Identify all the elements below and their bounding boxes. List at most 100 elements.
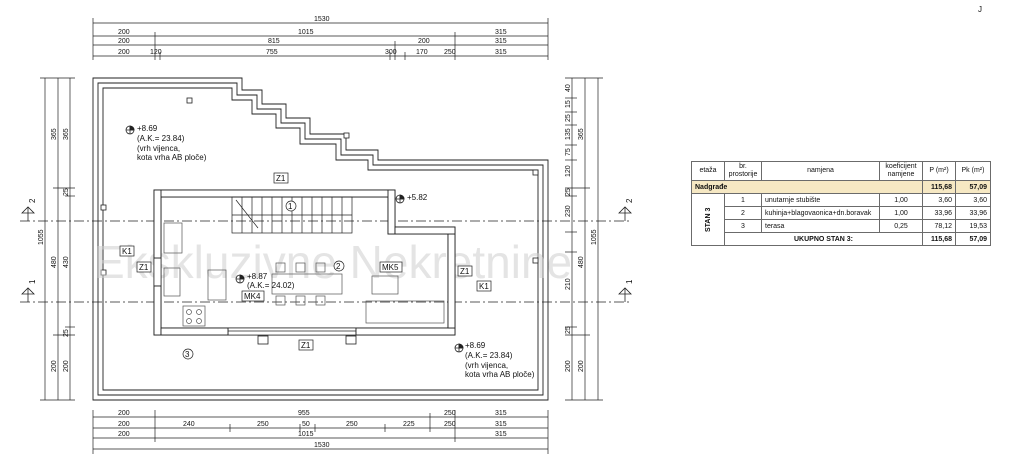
total-label: UKUPNO STAN 3: (724, 232, 923, 246)
row-br: 3 (724, 219, 762, 233)
room-markers (182, 200, 345, 360)
tag-boxes (119, 172, 492, 351)
left-dim-o-c: 200 (51, 360, 58, 372)
area-table: etaža br. prostorije namjena koeficijent… (691, 161, 991, 246)
tag-k1-left: K1 (122, 247, 132, 256)
bot-dim-r3-a: 200 (118, 431, 130, 438)
row-pk: 33,96 (955, 206, 991, 220)
row-p: 3,60 (922, 193, 956, 207)
top-dim-r3-e: 170 (416, 49, 428, 56)
right-dim-i-i: 210 (565, 278, 572, 290)
top-dim-r3-a: 200 (118, 49, 130, 56)
window-marks (257, 335, 357, 345)
row-br: 2 (724, 206, 762, 220)
row-koef: 0,25 (879, 219, 923, 233)
area-table-grid: etaža br. prostorije namjena koeficijent… (691, 161, 991, 246)
bot-dim-r2-a: 200 (118, 421, 130, 428)
row-namjena: terasa (761, 219, 880, 233)
left-dim-o-a: 365 (51, 128, 58, 140)
left-dim-i-e: 200 (63, 360, 70, 372)
row-namjena: kuhinja+blagovaonica+dn.boravak (761, 206, 880, 220)
level-tl-ak: (A.K.= 23.84) (137, 134, 185, 143)
bot-dim-r2-c: 250 (257, 421, 269, 428)
right-dim-o-b: 480 (578, 256, 585, 268)
right-dim-o-a: 365 (578, 128, 585, 140)
bot-dim-r3-c: 315 (495, 431, 507, 438)
right-dim-i-a: 40 (565, 84, 572, 92)
header-koef: koeficijent namjene (879, 161, 923, 181)
bot-dim-r2-h: 315 (495, 421, 507, 428)
header-p: P (m²) (922, 161, 956, 181)
right-dim-i-k: 200 (565, 360, 572, 372)
room-2-label: 2 (336, 262, 341, 271)
table-row: STAN 3 1 unutarnje stubište 1,00 3,60 3,… (691, 193, 991, 246)
bot-dim-r1-d: 315 (495, 410, 507, 417)
bot-dim-r1-c: 250 (444, 410, 456, 417)
tag-z1-right: Z1 (460, 267, 470, 276)
header-etaza: etaža (691, 161, 725, 181)
bot-dim-r1-a: 200 (118, 410, 130, 417)
top-dim-r3-g: 315 (495, 49, 507, 56)
left-dim-o-b: 480 (51, 256, 58, 268)
level-symbols (125, 125, 464, 353)
bottom-dimension-chains (92, 410, 549, 454)
table-row: 2 kuhinja+blagovaonica+dn.boravak 1,00 3… (692, 206, 991, 220)
left-dim-i-c: 430 (63, 256, 70, 268)
group-p: 115,68 (922, 180, 956, 194)
right-dimension-chains (565, 77, 603, 401)
tag-k1-right: K1 (479, 282, 489, 291)
top-dim-r2-d: 315 (495, 38, 507, 45)
right-dim-o-c: 200 (578, 360, 585, 372)
section-left-1: 1 (28, 279, 37, 284)
top-dim-r3-c: 755 (266, 49, 278, 56)
header-br: br. prostorije (724, 161, 762, 181)
top-dim-r1-a: 200 (118, 29, 130, 36)
section-left-2: 2 (28, 198, 37, 203)
left-dim-i-a: 365 (63, 128, 70, 140)
right-dim-total: 1055 (591, 229, 598, 245)
right-dim-i-f: 120 (565, 165, 572, 177)
table-group-row: Nadgrađe 115,68 57,09 (691, 180, 991, 194)
staircase (231, 196, 353, 234)
header-namjena: namjena (761, 161, 880, 181)
stan-label: STAN 3 (691, 193, 725, 246)
terrace-outline (92, 77, 549, 401)
bot-dim-r1-b: 955 (298, 410, 310, 417)
group-pk: 57,09 (955, 180, 991, 194)
total-pk: 57,09 (955, 232, 991, 246)
table-row: 3 terasa 0,25 78,12 19,53 (692, 219, 991, 233)
top-dim-total: 1530 (314, 16, 330, 23)
top-dim-r1-b: 1015 (298, 29, 314, 36)
level-tl-elev: +8.69 (137, 124, 158, 133)
tag-z1-bottom: Z1 (301, 341, 311, 350)
corner-mark: J (978, 5, 982, 14)
right-dim-i-h: 230 (565, 205, 572, 217)
tag-mk4: MK4 (244, 292, 261, 301)
bot-dim-total: 1530 (314, 442, 330, 449)
top-dim-r2-c: 200 (418, 38, 430, 45)
bot-dim-r2-f: 225 (403, 421, 415, 428)
top-dim-r2-a: 200 (118, 38, 130, 45)
row-p: 33,96 (922, 206, 956, 220)
level-roof-elev: +5.82 (407, 193, 428, 202)
top-dimension-chains (92, 18, 549, 60)
bot-dim-r2-g: 250 (444, 421, 456, 428)
section-right-2: 2 (625, 198, 634, 203)
tag-z1-top: Z1 (276, 174, 286, 183)
row-koef: 1,00 (879, 193, 923, 207)
table-total-row: UKUPNO STAN 3: 115,68 57,09 (692, 232, 991, 246)
bot-dim-r3-b: 1015 (298, 431, 314, 438)
top-dim-r1-c: 315 (495, 29, 507, 36)
row-p: 78,12 (922, 219, 956, 233)
right-dim-i-c: 25 (565, 114, 572, 122)
level-floor-ak: (A.K.= 24.02) (247, 281, 295, 290)
level-floor-elev: +8.87 (247, 272, 268, 281)
top-dim-r3-d: 300 (385, 49, 397, 56)
bot-dim-r2-e: 250 (346, 421, 358, 428)
bot-dim-r2-d: 50 (302, 421, 310, 428)
right-dim-i-g: 25 (565, 188, 572, 196)
level-br-note2: kota vrha AB ploče) (465, 370, 535, 379)
left-dimension-chains (40, 77, 75, 401)
drain-points (100, 97, 539, 276)
